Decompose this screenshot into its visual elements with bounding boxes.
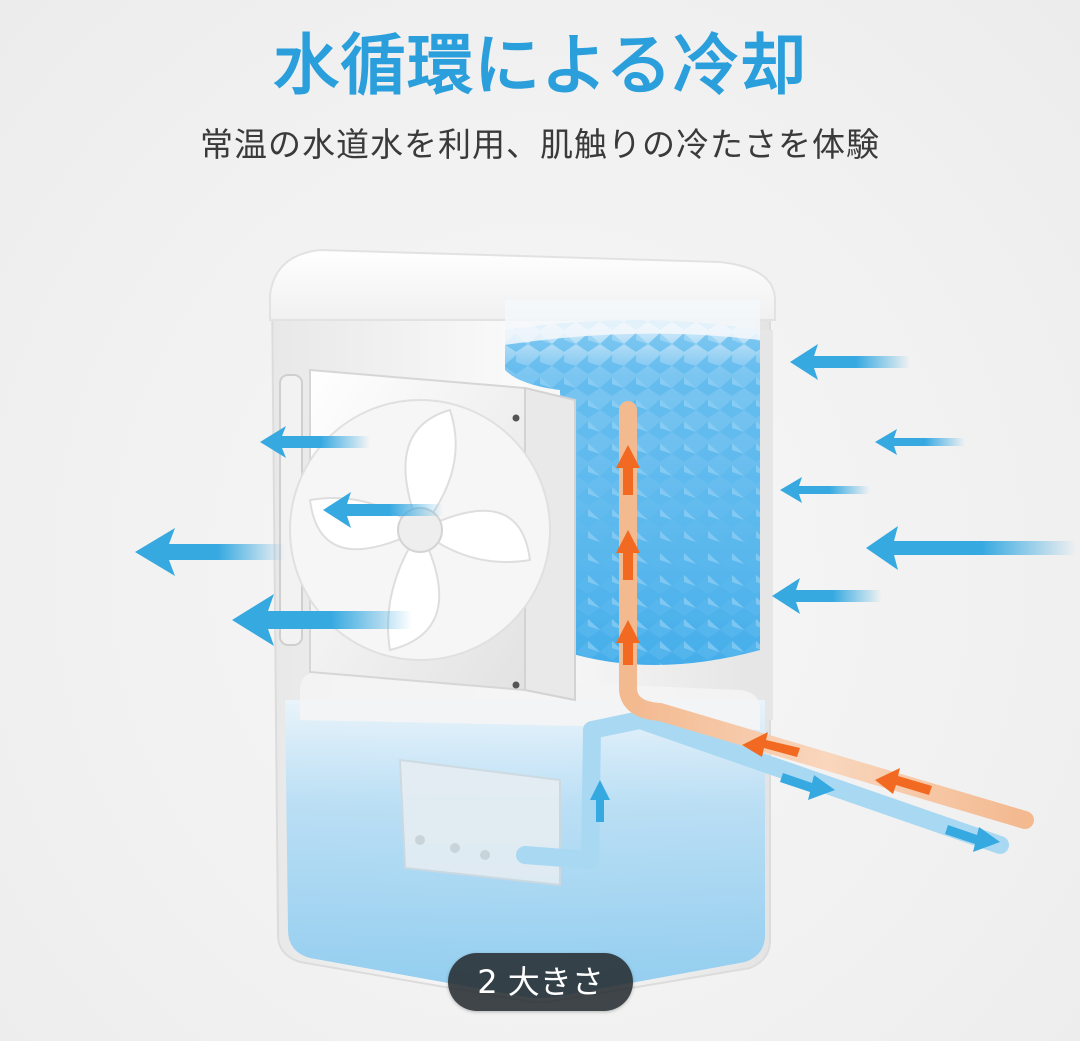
cold-water-pipe bbox=[516, 711, 1009, 869]
hot-water-pipe bbox=[619, 401, 1034, 829]
hot-water-arrows bbox=[616, 445, 932, 795]
image-index-badge[interactable]: 2 大きさ bbox=[448, 953, 633, 1011]
airflow-out-arrows bbox=[135, 426, 443, 646]
page-subtitle: 常温の水道水を利用、肌触りの冷たさを体験 bbox=[200, 125, 880, 164]
page-title: 水循環による冷却 bbox=[272, 27, 808, 104]
fan bbox=[289, 368, 576, 702]
cold-water-arrows bbox=[590, 773, 1000, 852]
pump-box bbox=[398, 758, 561, 887]
airflow-in-arrows bbox=[772, 344, 1076, 614]
